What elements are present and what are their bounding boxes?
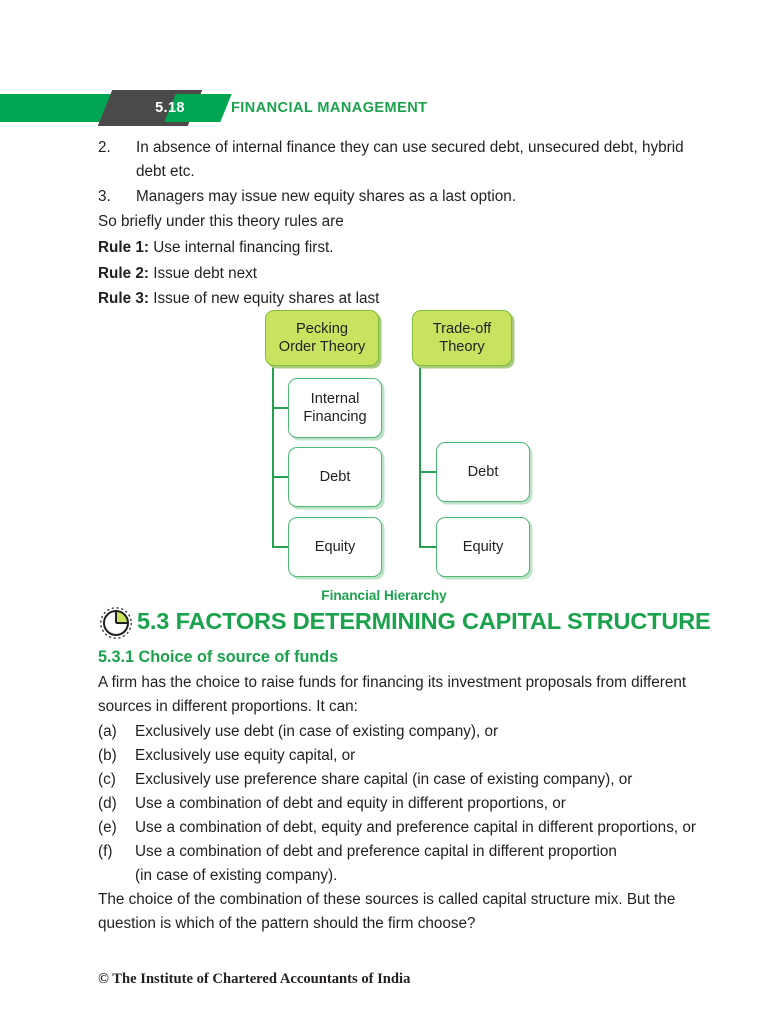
- rule-line: Rule 2: Issue debt next: [98, 261, 696, 287]
- rule-label: Rule 3:: [98, 290, 149, 307]
- list-item: (b) Exclusively use equity capital, or: [98, 744, 696, 768]
- list-item: (c) Exclusively use preference share cap…: [98, 768, 696, 792]
- list-text: (in case of existing company).: [135, 867, 338, 884]
- bottom-body-content: A firm has the choice to raise funds for…: [98, 671, 696, 937]
- list-marker: 2.: [98, 139, 111, 156]
- connector-vertical-right: [419, 366, 422, 548]
- closing-paragraph: The choice of the combination of these s…: [98, 891, 676, 932]
- node-equity-left: Equity: [288, 517, 382, 577]
- list-marker: (e): [98, 819, 117, 836]
- node-label: Equity: [462, 539, 504, 555]
- rule-text: Issue debt next: [149, 264, 257, 282]
- diagram-caption: Financial Hierarchy: [321, 588, 447, 603]
- chapter-title: FINANCIAL MANAGEMENT: [231, 100, 428, 116]
- node-pecking-order-theory: Pecking Order Theory: [265, 310, 379, 366]
- lettered-list: (a) Exclusively use debt (in case of exi…: [98, 720, 696, 888]
- financial-hierarchy-diagram: Pecking Order Theory Internal Financing …: [0, 300, 768, 600]
- list-text: Use a combination of debt, equity and pr…: [135, 819, 696, 836]
- section-subheading: 5.3.1 Choice of source of funds: [98, 648, 339, 666]
- list-item: (d) Use a combination of debt and equity…: [98, 792, 696, 816]
- list-item: (a) Exclusively use debt (in case of exi…: [98, 720, 696, 744]
- lead-paragraph: A firm has the choice to raise funds for…: [98, 674, 687, 715]
- list-item: (f) Use a combination of debt and prefer…: [98, 840, 696, 864]
- list-marker: (b): [98, 747, 117, 764]
- page-number: 5.18: [155, 100, 185, 116]
- connector-horizontal-right-2: [419, 546, 436, 549]
- list-item: 3. Managers may issue new equity shares …: [98, 185, 696, 209]
- connector-horizontal-left-2: [272, 476, 288, 479]
- list-text: Use a combination of debt and preference…: [135, 843, 617, 860]
- intro-paragraph: So briefly under this theory rules are: [98, 213, 344, 230]
- node-label: Equity: [314, 539, 356, 555]
- page-header-banner: 5.18 FINANCIAL MANAGEMENT: [0, 90, 700, 126]
- node-label: Pecking Order Theory: [278, 321, 366, 355]
- page-title: 5.3 FACTORS DETERMINING CAPITAL STRUCTUR…: [137, 608, 711, 634]
- list-item-continuation: (in case of existing company).: [98, 864, 696, 888]
- list-text: Exclusively use debt (in case of existin…: [135, 723, 499, 740]
- node-label: Debt: [467, 464, 499, 480]
- top-body-content: 2. In absence of internal finance they c…: [98, 136, 696, 312]
- pie-chart-icon: [99, 606, 133, 640]
- connector-horizontal-right-1: [419, 471, 436, 474]
- connector-horizontal-left-1: [272, 407, 288, 410]
- list-item: (e) Use a combination of debt, equity an…: [98, 816, 696, 840]
- list-marker: (f): [98, 843, 113, 860]
- node-internal-financing: Internal Financing: [288, 378, 382, 438]
- rule-line: Rule 1: Use internal financing first.: [98, 235, 696, 261]
- list-marker: (a): [98, 723, 117, 740]
- list-marker: (c): [98, 771, 116, 788]
- node-label: Trade-off Theory: [432, 321, 492, 355]
- list-text: In absence of internal finance they can …: [136, 139, 684, 180]
- list-marker: [98, 864, 135, 888]
- list-item: 2. In absence of internal finance they c…: [98, 136, 696, 184]
- list-text: Managers may issue new equity shares as …: [136, 188, 517, 205]
- rule-text: Use internal financing first.: [149, 239, 334, 256]
- node-label: Debt: [319, 469, 351, 485]
- rule-label: Rule 2:: [98, 264, 149, 282]
- numbered-list: 2. In absence of internal finance they c…: [98, 136, 696, 209]
- node-trade-off-theory: Trade-off Theory: [412, 310, 512, 366]
- rule-label: Rule 1:: [98, 239, 149, 256]
- node-label: Internal Financing: [303, 391, 367, 425]
- copyright-footer: © The Institute of Chartered Accountants…: [98, 971, 411, 987]
- node-debt-right: Debt: [436, 442, 530, 502]
- connector-vertical-left: [272, 366, 275, 548]
- connector-horizontal-left-3: [272, 546, 288, 549]
- rule-text: Issue of new equity shares at last: [149, 290, 380, 307]
- node-debt-left: Debt: [288, 447, 382, 507]
- node-equity-right: Equity: [436, 517, 530, 577]
- list-marker: (d): [98, 795, 117, 812]
- rule-line: Rule 3: Issue of new equity shares at la…: [98, 286, 696, 312]
- list-text: Exclusively use equity capital, or: [135, 747, 356, 764]
- list-text: Exclusively use preference share capital…: [135, 771, 633, 788]
- list-text: Use a combination of debt and equity in …: [135, 795, 566, 812]
- list-marker: 3.: [98, 188, 111, 205]
